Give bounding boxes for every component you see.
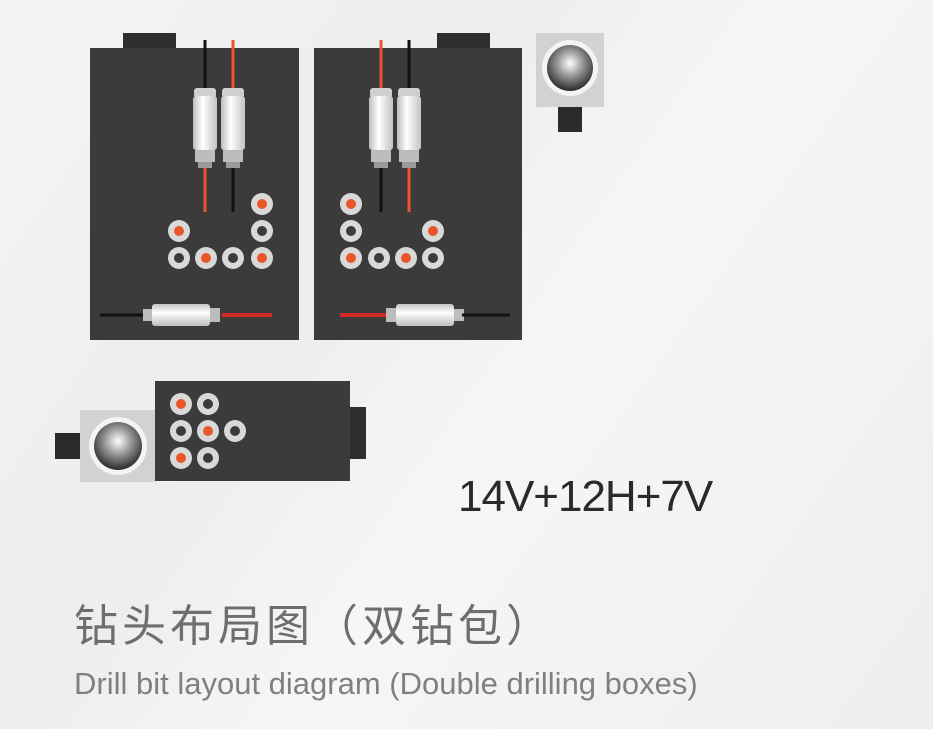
- drill-bit-grey: [340, 220, 362, 242]
- vertical-spindle: [221, 40, 245, 212]
- vertical-spindle: [193, 40, 217, 212]
- drill-bit-orange: [197, 420, 219, 442]
- horizontal-spindle: [340, 304, 510, 326]
- drill-box-right: [314, 33, 522, 340]
- drill-bit-grey: [368, 247, 390, 269]
- drill-bit-cluster: [168, 193, 273, 269]
- title-english: Drill bit layout diagram (Double drillin…: [74, 666, 698, 701]
- drill-bit-orange: [168, 220, 190, 242]
- motor-top-right: [536, 33, 604, 132]
- box-top-tab: [437, 33, 490, 49]
- drill-bit-orange: [251, 247, 273, 269]
- title-chinese: 钻头布局图（双钻包）: [74, 601, 554, 652]
- drill-bit-grey: [251, 220, 273, 242]
- box-side-tab: [350, 407, 366, 459]
- drill-bit-grey: [224, 420, 246, 442]
- drill-bit-orange: [340, 193, 362, 215]
- drill-bit-orange: [395, 247, 417, 269]
- drill-bit-orange: [170, 447, 192, 469]
- vertical-spindle: [369, 40, 393, 212]
- drill-bit-orange: [170, 393, 192, 415]
- drill-bit-grey: [168, 247, 190, 269]
- drill-bit-orange: [422, 220, 444, 242]
- drill-bit-grey: [170, 420, 192, 442]
- configuration-label: 14V+12H+7V: [458, 472, 713, 521]
- drill-bit-cluster: [340, 193, 444, 269]
- drill-bit-orange: [340, 247, 362, 269]
- drill-bit-grey: [197, 447, 219, 469]
- horizontal-spindle: [100, 304, 272, 326]
- drill-bit-orange: [195, 247, 217, 269]
- drill-box-bottom: [55, 381, 366, 482]
- vertical-spindle: [397, 40, 421, 212]
- motor-shaft: [558, 107, 582, 132]
- drill-bit-orange: [251, 193, 273, 215]
- drill-bit-grey: [197, 393, 219, 415]
- drill-bit-grey: [222, 247, 244, 269]
- drill-bit-grey: [422, 247, 444, 269]
- box-top-tab: [123, 33, 176, 49]
- drill-bit-cluster: [170, 393, 246, 469]
- motor-shaft: [55, 433, 83, 459]
- drill-box-left: [90, 33, 299, 340]
